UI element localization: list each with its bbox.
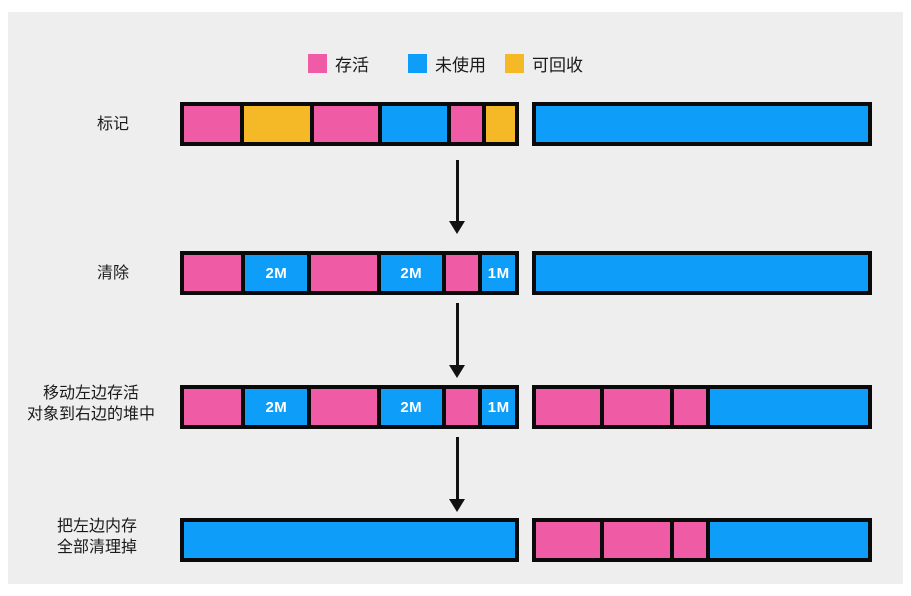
memory-segment-alive [307,389,377,425]
memory-segment-alive [441,389,479,425]
memory-segment-alive [309,106,379,142]
segment-size-label: 2M [265,398,288,416]
memory-segment-unused [536,106,868,142]
memory-segment-unused [705,522,869,558]
arrow-shaft [455,437,459,500]
arrow-down-icon [448,160,466,234]
right-heap-mark [532,102,872,146]
memory-segment-unused: 2M [376,389,442,425]
segment-size-label: 1M [487,264,510,282]
left-heap-move: 2M 2M 1M [180,385,519,429]
memory-segment-unused: 2M [241,389,308,425]
memory-segment-unused [378,106,447,142]
legend-label-recyclable: 可回收 [532,56,583,75]
left-heap-sweep: 2M 2M 1M [180,251,519,295]
legend-item-recyclable: 可回收 [505,51,583,76]
memory-segment-alive [536,522,601,558]
row-label-line: 把左边内存 [56,518,137,535]
segment-size-label: 1M [487,398,510,416]
memory-segment-unused: 1M [478,255,515,291]
memory-segment-unused: 1M [478,389,515,425]
arrow-down-icon [448,303,466,378]
legend: 存活 未使用 可回收 [8,51,903,76]
row-label-line: 标记 [96,116,129,133]
arrow-head [449,499,465,512]
memory-segment-unused [184,522,515,558]
arrow-head [449,365,465,378]
row-label-sweep: 清除 [22,263,204,284]
memory-segment-alive [184,389,242,425]
memory-segment-alive [536,389,601,425]
arrow-shaft [455,303,459,366]
alive-color-swatch [308,54,327,73]
recyclable-color-swatch [505,54,524,73]
row-label-line: 全部清理掉 [56,539,137,556]
memory-segment-alive [600,522,671,558]
memory-segment-unused [705,389,869,425]
right-heap-move [532,385,872,429]
memory-segment-alive [184,106,241,142]
left-heap-mark [180,102,519,146]
memory-segment-alive [670,389,706,425]
memory-segment-alive [184,255,242,291]
row-label-clear-left: 把左边内存全部清理掉 [6,516,188,558]
memory-segment-recyclable [240,106,310,142]
right-heap-final [532,518,872,562]
unused-color-swatch [408,54,427,73]
memory-segment-unused: 2M [241,255,308,291]
segment-size-label: 2M [400,264,423,282]
memory-segment-alive [441,255,479,291]
memory-segment-alive [670,522,706,558]
legend-label-alive: 存活 [335,56,369,75]
segment-size-label: 2M [400,398,423,416]
row-label-mark: 标记 [22,114,204,135]
right-heap-sweep [532,251,872,295]
left-heap-cleared [180,518,519,562]
memory-segment-alive [307,255,377,291]
segment-size-label: 2M [265,264,288,282]
gc-diagram-panel: 存活 未使用 可回收 标记 清除 2M 2M 1M 移动左边存活对象到右边的堆中 2… [8,12,903,584]
memory-segment-unused: 2M [376,255,442,291]
memory-segment-recyclable [482,106,515,142]
arrow-down-icon [448,437,466,512]
arrow-shaft [455,160,459,222]
legend-item-unused: 未使用 [408,51,486,76]
memory-segment-alive [446,106,483,142]
row-label-line: 移动左边存活 [42,385,139,402]
arrow-head [449,221,465,234]
legend-item-alive: 存活 [308,51,369,76]
row-label-line: 对象到右边的堆中 [26,406,155,423]
row-label-line: 清除 [96,265,129,282]
memory-segment-alive [600,389,671,425]
row-label-move: 移动左边存活对象到右边的堆中 [0,383,182,425]
legend-label-unused: 未使用 [435,56,486,75]
memory-segment-unused [536,255,868,291]
